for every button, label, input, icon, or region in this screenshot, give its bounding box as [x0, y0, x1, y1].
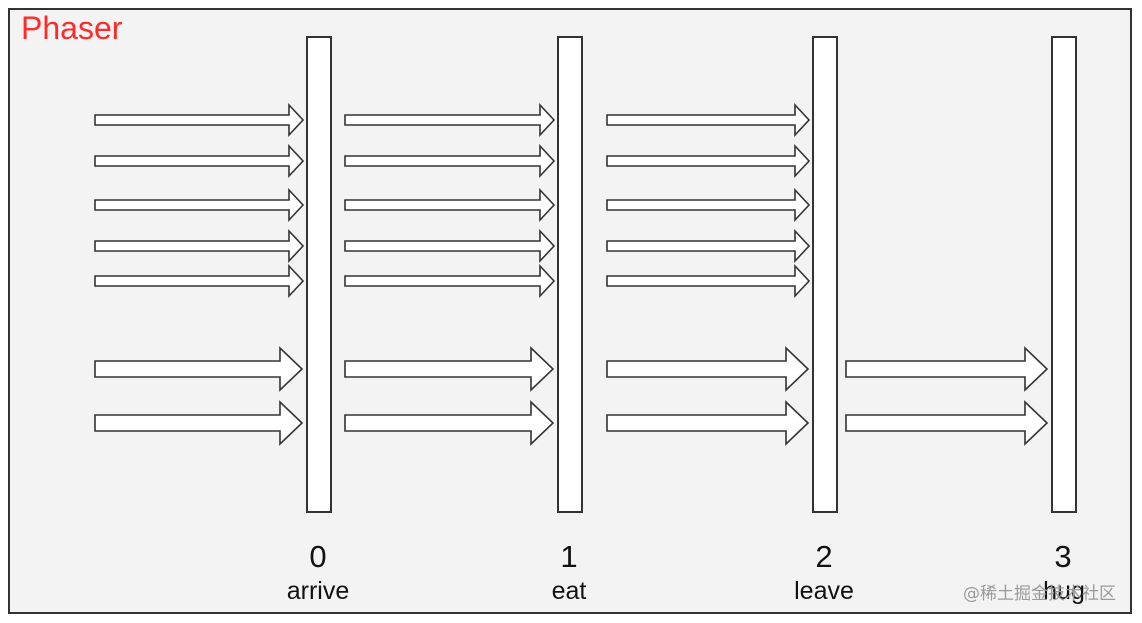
phase-number-3: 3	[1054, 539, 1072, 574]
arrow-p4-to-phase-1	[344, 263, 556, 299]
arrow-p3-to-phase-2	[606, 228, 811, 264]
phase-number-0: 0	[309, 539, 327, 574]
arrow-p6-to-phase-0	[94, 400, 304, 446]
arrow-p2-to-phase-0	[94, 187, 305, 223]
arrow-p6-to-phase-1	[344, 400, 555, 446]
phase-number-1: 1	[560, 539, 578, 574]
arrow-p5-to-phase-2	[606, 346, 810, 392]
arrow-p0-to-phase-2	[606, 102, 811, 138]
phase-name-2: leave	[794, 577, 854, 605]
phase-bar-layer	[306, 36, 1077, 513]
arrow-layer	[94, 102, 1049, 446]
phase-bar-3	[1051, 36, 1077, 513]
diagram-title: Phaser	[21, 10, 123, 46]
arrow-p5-to-phase-3	[845, 346, 1049, 392]
arrow-p6-to-phase-2	[606, 400, 810, 446]
arrow-p3-to-phase-0	[94, 228, 305, 264]
phase-name-3: hug	[1043, 577, 1085, 605]
arrow-p2-to-phase-2	[606, 187, 811, 223]
phase-bar-0	[306, 36, 332, 513]
arrow-p4-to-phase-2	[606, 263, 811, 299]
phase-name-0: arrive	[286, 577, 350, 605]
arrow-p5-to-phase-0	[94, 346, 304, 392]
arrow-p1-to-phase-0	[94, 143, 305, 179]
arrow-p0-to-phase-1	[344, 102, 556, 138]
arrow-p2-to-phase-1	[344, 187, 556, 223]
arrow-p6-to-phase-3	[845, 400, 1049, 446]
phase-name-1: eat	[551, 577, 587, 605]
phase-number-2: 2	[815, 539, 833, 574]
arrow-p3-to-phase-1	[344, 228, 556, 264]
phase-bar-2	[812, 36, 838, 513]
arrow-p0-to-phase-0	[94, 102, 305, 138]
arrow-p1-to-phase-1	[344, 143, 556, 179]
phase-bar-1	[557, 36, 583, 513]
watermark-text: @稀土掘金技术社区	[963, 584, 1116, 604]
arrow-p5-to-phase-1	[344, 346, 555, 392]
arrow-p4-to-phase-0	[94, 263, 305, 299]
arrow-p1-to-phase-2	[606, 143, 811, 179]
